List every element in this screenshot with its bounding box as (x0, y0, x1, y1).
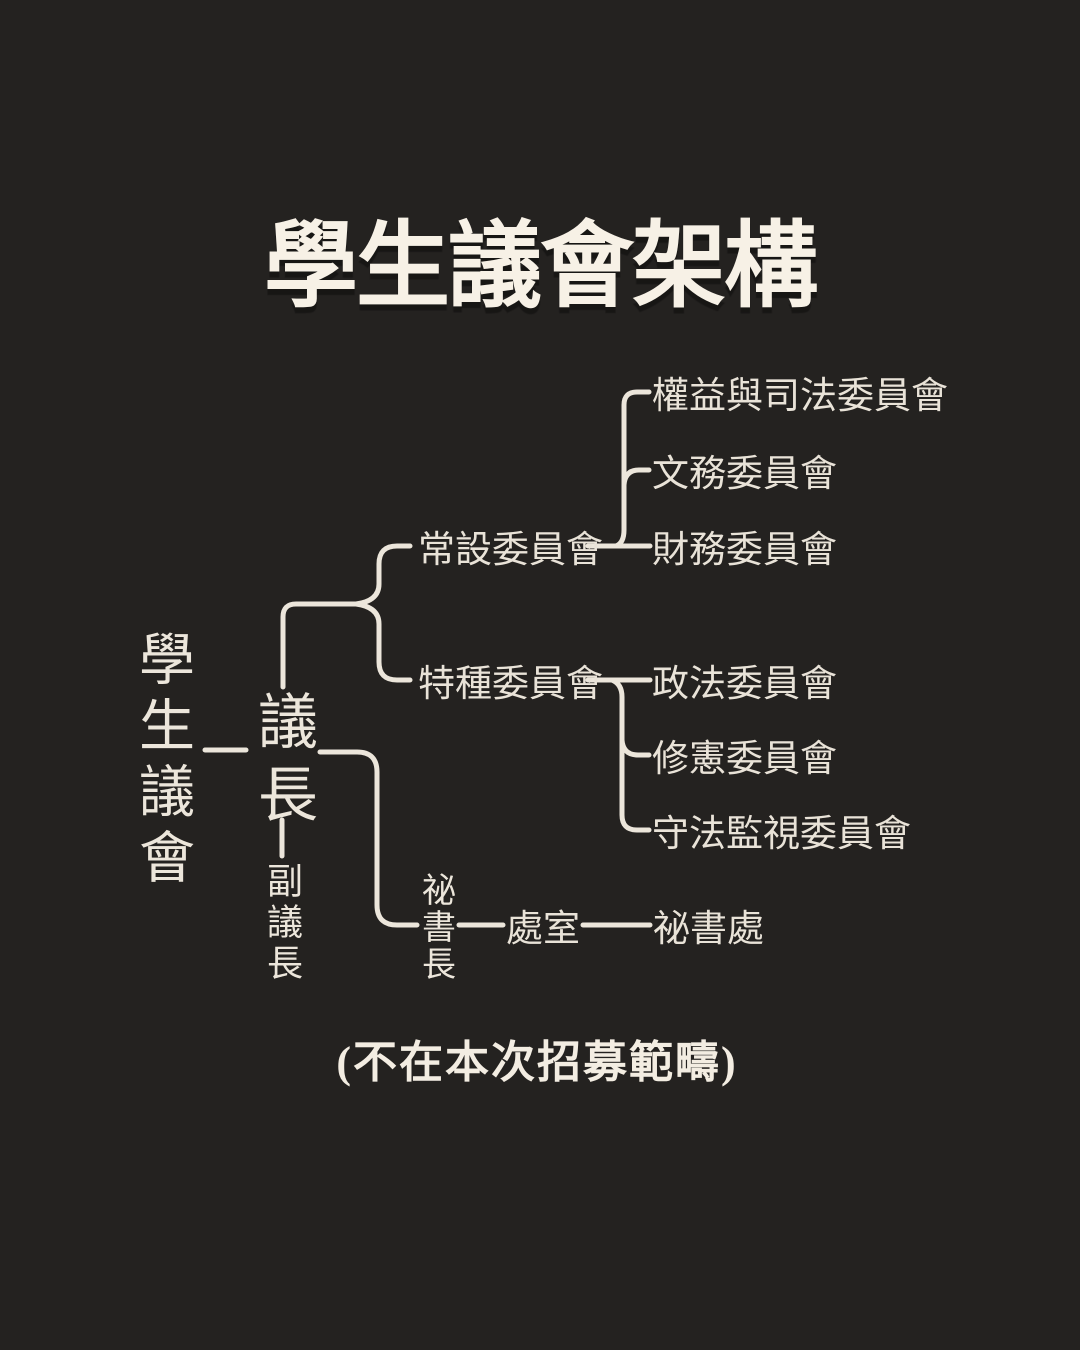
node-standing-committees: 常設委員會 (418, 529, 603, 570)
node-secretary-general: 祕書長 (416, 872, 455, 983)
node-special-committees: 特種委員會 (418, 663, 603, 704)
node-finance-committee: 財務委員會 (652, 529, 837, 570)
edge-standing-child1 (613, 389, 652, 549)
edge-chair-secretary (317, 749, 420, 928)
node-office: 處室 (506, 908, 580, 949)
recruitment-scope-note: (不在本次招募範疇) (336, 1038, 738, 1087)
node-vice-chair: 副議長 (262, 862, 303, 985)
edge-special-child3 (609, 677, 652, 833)
node-documentation-committee: 文務委員會 (652, 453, 837, 494)
node-student-council: 學生議會 (131, 630, 195, 894)
edge-fork-special (353, 601, 413, 683)
node-politics-law-committee: 政法委員會 (652, 663, 837, 704)
edge-chair-trunk (280, 601, 359, 690)
node-law-oversight-committee: 守法監視委員會 (652, 813, 911, 854)
edge-special-child2 (619, 737, 652, 758)
edge-fork-standing (353, 543, 413, 607)
node-constitution-committee: 修憲委員會 (652, 738, 837, 779)
node-chair: 議長 (249, 690, 317, 836)
node-rights-judiciary-committee: 權益與司法委員會 (652, 375, 948, 416)
node-secretariat: 祕書處 (653, 908, 764, 949)
edge-standing-child2 (621, 467, 652, 488)
page-title: 學生議會架構 (263, 213, 818, 318)
